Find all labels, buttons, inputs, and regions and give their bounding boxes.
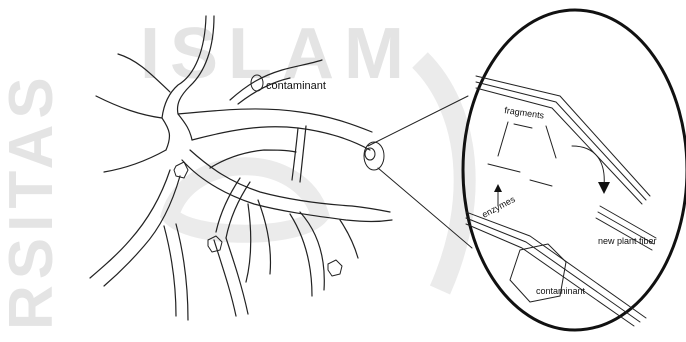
fiber-branch: [104, 150, 166, 172]
curved-arrow-head: [598, 182, 610, 194]
enzyme-arrow-head: [494, 184, 502, 192]
fiber-strand: [466, 212, 646, 318]
fiber-branch: [340, 220, 358, 258]
fiber-branch: [226, 238, 248, 314]
fiber-branch: [164, 226, 176, 316]
fiber-branch: [300, 126, 306, 182]
watermark-arc-right: [420, 60, 465, 290]
fragment: [530, 180, 552, 186]
new-plant-fiber-label: new plant fiber: [598, 236, 657, 246]
contaminant-main-label: contaminant: [266, 80, 326, 92]
fiber-branch: [246, 204, 251, 282]
fragments-label: fragments: [504, 105, 546, 121]
fiber-branch: [96, 96, 162, 118]
zoom-source-circle: [364, 142, 384, 170]
enzymes-label: enzymes: [480, 194, 517, 220]
fragment: [488, 164, 520, 172]
fiber-strand: [476, 82, 646, 200]
watermark-text-left: RSITAS: [0, 71, 66, 330]
fiber-branch: [104, 176, 180, 286]
magnified-view: fragments enzymes new plant fiber contam…: [463, 10, 686, 330]
fragment: [546, 126, 556, 158]
magnified-circle: [463, 10, 686, 330]
fiber-branch: [214, 240, 236, 316]
zoom-contaminant-label: contaminant: [536, 286, 586, 296]
fiber-branch: [178, 109, 372, 132]
curved-arrow: [572, 146, 604, 186]
new-fiber-strand: [600, 206, 656, 238]
contaminant-marker: [328, 260, 342, 276]
fiber-branch: [176, 224, 188, 320]
fiber-strand: [476, 76, 650, 196]
watermark: ISLAM RSITAS: [0, 14, 465, 330]
fragment: [514, 124, 532, 128]
fiber-branch: [192, 127, 370, 150]
fragment: [498, 122, 508, 156]
